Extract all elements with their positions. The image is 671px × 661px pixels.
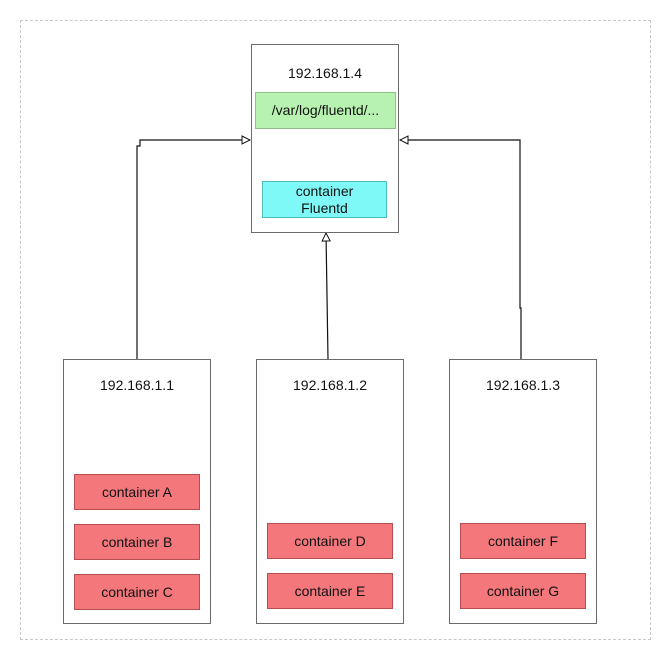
server-ip: 192.168.1.4 <box>288 65 362 81</box>
fluentd-container: container Fluentd <box>262 181 387 218</box>
container-f: container F <box>460 523 586 559</box>
host-ip: 192.168.1.2 <box>293 377 367 393</box>
host-ip: 192.168.1.3 <box>486 377 560 393</box>
container-c: container C <box>74 574 200 610</box>
fluentd-line2: Fluentd <box>301 199 348 216</box>
host-ip: 192.168.1.1 <box>100 377 174 393</box>
container-g: container G <box>460 573 586 609</box>
host-2: 192.168.1.2 container D container E <box>256 359 404 624</box>
arrow-host2-to-server <box>326 233 328 360</box>
container-e: container E <box>267 573 393 609</box>
arrow-host3-to-server <box>400 140 522 359</box>
host-1: 192.168.1.1 container A container B cont… <box>63 359 211 624</box>
log-path-box: /var/log/fluentd/... <box>255 92 396 129</box>
container-a: container A <box>74 474 200 510</box>
container-d: container D <box>267 523 393 559</box>
container-b: container B <box>74 524 200 560</box>
diagram-frame <box>20 20 651 640</box>
arrow-host1-to-server <box>136 140 250 359</box>
fluentd-line1: container <box>295 182 354 199</box>
server-host: 192.168.1.4 /var/log/fluentd/... contain… <box>251 44 399 233</box>
host-3: 192.168.1.3 container F container G <box>449 359 597 624</box>
